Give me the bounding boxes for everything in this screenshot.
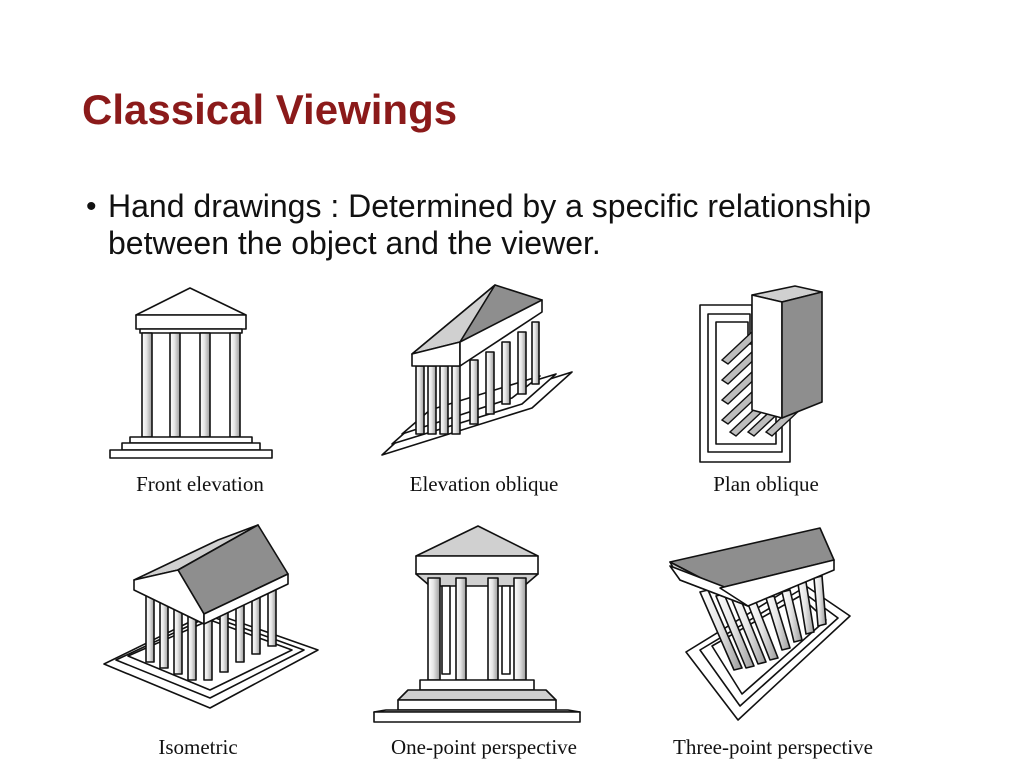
caption-one-point-perspective: One-point perspective	[390, 735, 578, 759]
temple-plan-oblique-icon	[699, 285, 823, 463]
bullet-item: • Hand drawings : Determined by a specif…	[86, 188, 946, 262]
caption-plan-oblique: Plan oblique	[713, 472, 819, 496]
caption-elevation-oblique: Elevation oblique	[409, 472, 559, 496]
temple-front-elevation-icon	[109, 287, 273, 459]
bullet-marker: •	[86, 190, 97, 223]
temple-elevation-oblique-icon	[381, 284, 573, 456]
temple-isometric-icon	[103, 524, 319, 709]
bullet-text: Hand drawings : Determined by a specific…	[108, 188, 872, 261]
caption-isometric: Isometric	[158, 735, 238, 759]
slide-title: Classical Viewings	[82, 86, 458, 133]
temple-one-point-perspective-icon	[373, 525, 581, 723]
temple-three-point-perspective-icon	[669, 527, 851, 721]
caption-three-point-perspective: Three-point perspective	[673, 735, 873, 759]
caption-front-elevation: Front elevation	[136, 472, 264, 496]
